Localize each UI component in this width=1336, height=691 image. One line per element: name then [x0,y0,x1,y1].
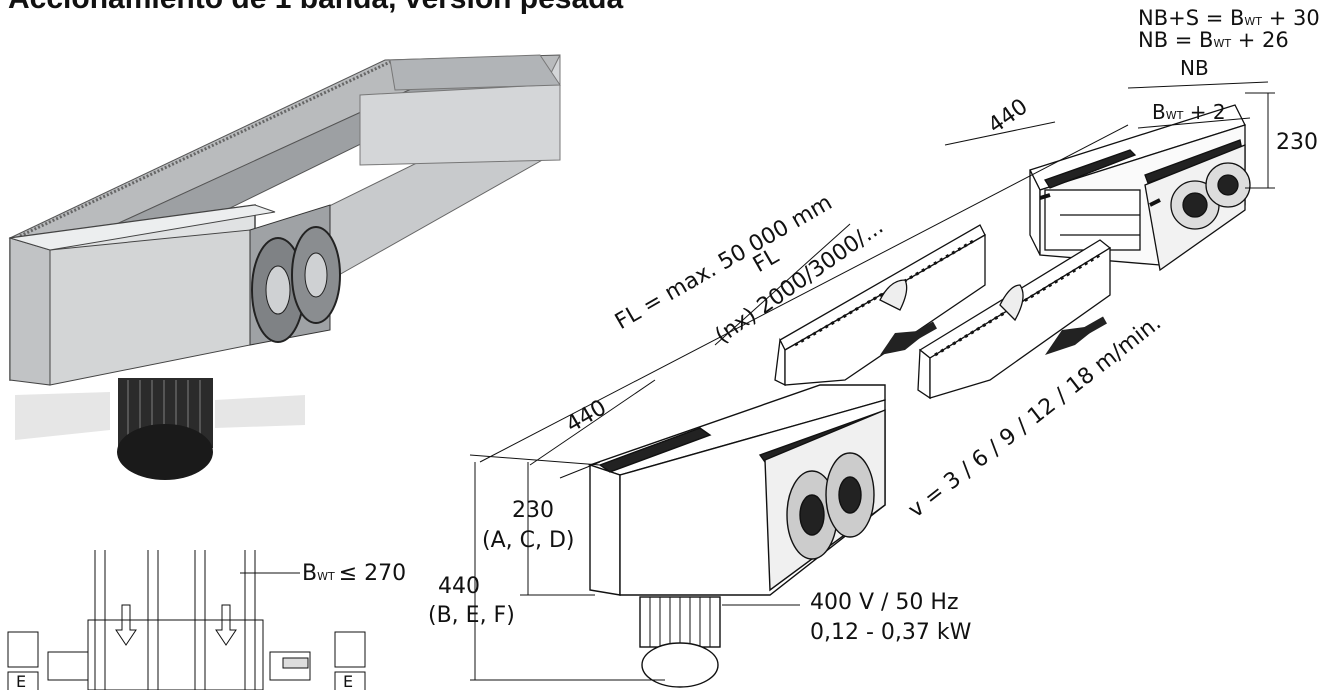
height-440-codes-label: (B, E, F) [428,603,515,628]
flow-arrow-right [1045,316,1107,355]
layout-schematic [7,550,366,690]
nbs-formula-label: NB+S = BWT + 30 [1138,6,1320,30]
motor-voltage-label: 400 V / 50 Hz [810,590,959,615]
motor-power-label: 0,12 - 0,37 kW [810,620,972,645]
dimension-lines [469,81,1275,681]
end-unit-drawing [1029,104,1251,272]
page-title: Accionamiento de 1 banda, versión pesada [8,0,623,16]
height-230-codes-label: (A, C, D) [482,528,575,553]
rail-segment-lower [917,239,1112,400]
height-230-right-label: 230 [1276,130,1318,155]
bwt-limit-label: BWT≤ 270 [302,561,407,586]
height-440-label: 440 [438,574,480,599]
bwt-plus-2-label: BWT + 2 [1152,100,1226,124]
rail-segment-upper [774,224,986,387]
nb-formula-label: NB = BWT + 26 [1138,28,1289,52]
height-230-left-label: 230 [512,498,554,523]
conveyor-photo [8,54,561,480]
nb-label: NB [1180,56,1209,80]
e-right-label: E [343,672,354,691]
drive-head-drawing [587,384,886,688]
e-left-label: E [16,672,27,691]
flow-arrow-left [880,321,937,355]
